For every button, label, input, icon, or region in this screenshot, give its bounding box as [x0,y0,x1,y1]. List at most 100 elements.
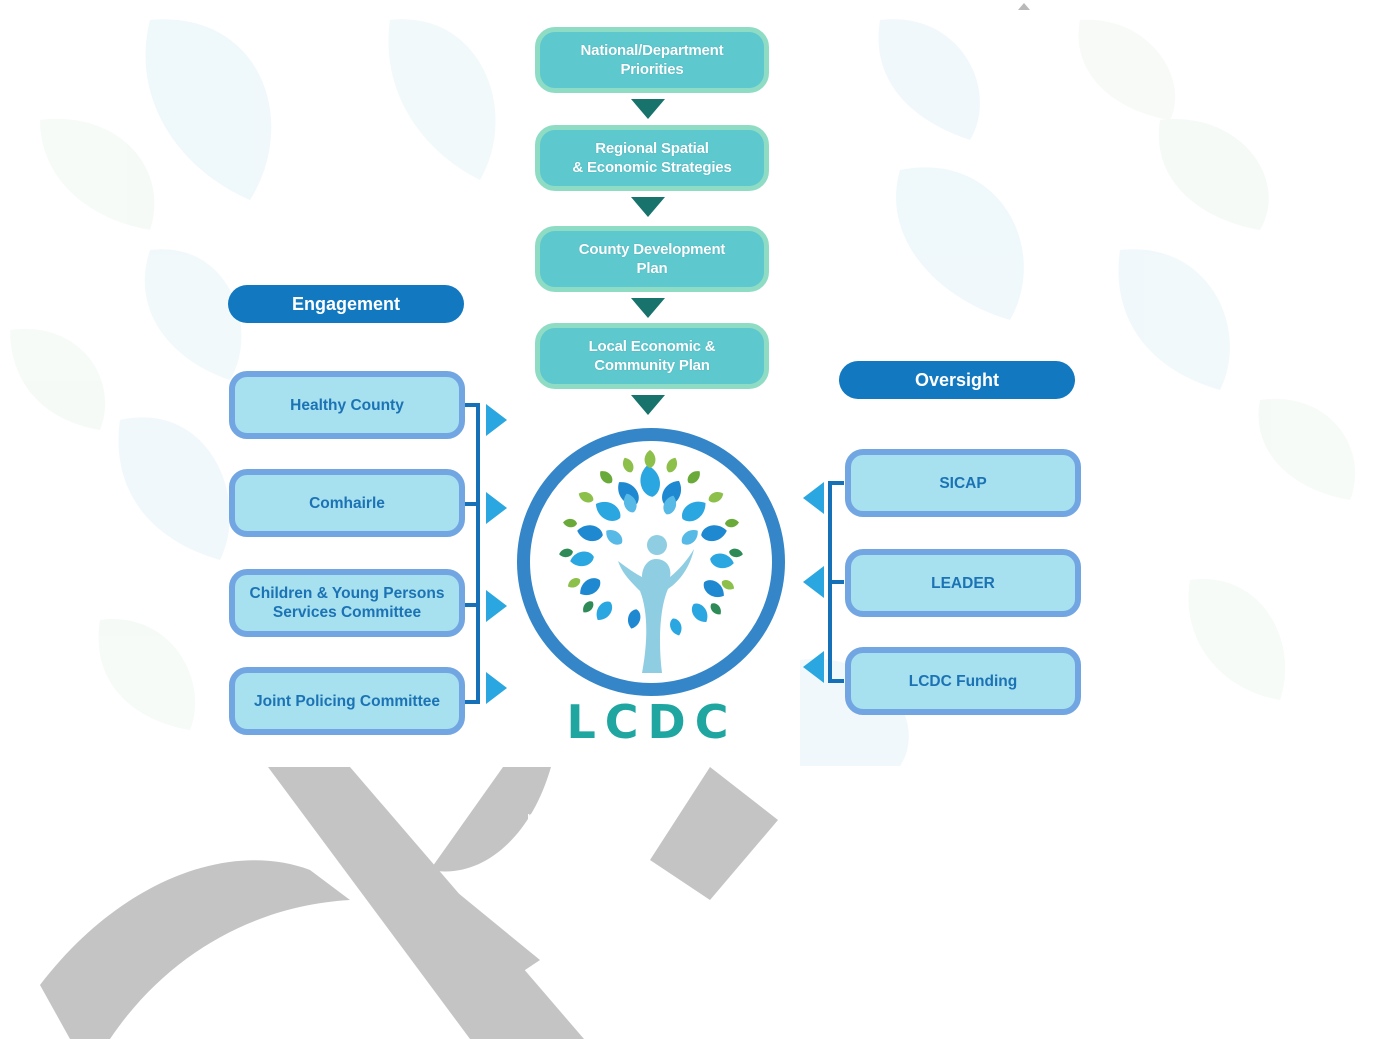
tree-leaf-icon [691,603,708,623]
down-arrow-icon [631,197,665,217]
engagement-connector-line [476,403,480,704]
engagement-item-joint-policing: Joint Policing Committee [229,667,465,735]
tree-leaf-icon [681,529,698,545]
tree-leaf-icon [623,493,637,513]
tree-leaf-icon [600,471,613,484]
tree-leaf-icon [606,529,623,545]
watermark-stroke [430,767,551,872]
figure-head [647,535,667,555]
tree-leaf-icon [687,471,700,484]
left-arrow-icon [803,482,824,514]
oversight-item-lcdc-funding: LCDC Funding [845,647,1081,715]
bg-leaf [1158,119,1269,230]
engagement-connector-tick [465,700,480,704]
bg-leaf [145,19,272,200]
tree-leaf-icon [670,618,682,636]
tree-leaf-icon [710,603,721,615]
flow-step-regional-strategies: Regional Spatial& Economic Strategies [535,125,769,191]
tree-leaf-icon [729,548,743,558]
tree-leaf-icon [721,580,735,590]
bg-leaf [10,328,106,430]
oversight-item-sicap: SICAP [845,449,1081,517]
engagement-connector-tick [465,403,480,407]
tree-leaf-icon [703,580,724,597]
tree-leaf-icon [666,457,678,473]
tree-leaf-icon [578,491,594,503]
watermark-stroke [360,870,540,1000]
bg-leaf [388,19,496,180]
tree-leaf-icon [596,601,613,621]
tree-leaf-icon [640,465,660,497]
right-arrow-icon [486,672,507,704]
bg-leaf [1078,19,1176,121]
tree-person-icon [559,450,743,673]
watermark-text: ntPlan [527,809,570,826]
down-arrow-icon [631,99,665,119]
oversight-item-leader: LEADER [845,549,1081,617]
tree-leaf-icon [681,501,706,522]
bg-leaf [1188,579,1286,700]
lcdc-logo-text: LCDC [566,695,738,749]
bg-leaf [896,167,1024,320]
tree-leaf-icon [570,551,594,567]
right-arrow-icon [486,492,507,524]
right-arrow-icon [486,590,507,622]
tree-leaf-icon [563,518,577,528]
flow-step-label: Local Economic &Community Plan [588,338,716,374]
watermark-strokes [40,767,778,1039]
down-arrow-icon [631,298,665,318]
lcdc-logo-circle [517,428,785,696]
bg-leaf [40,118,155,230]
tree-leaf-icon [725,518,739,528]
tree-leaf-icon [577,525,603,542]
oversight-item-label: LEADER [931,574,995,592]
left-arrow-icon [803,566,824,598]
oversight-item-label: LCDC Funding [908,672,1018,690]
tree-leaf-icon [567,578,581,588]
oversight-item-label: SICAP [939,474,987,492]
bg-leaf [1118,249,1230,390]
engagement-item-label: Healthy County [290,396,404,414]
engagement-item-healthy-county: Healthy County [229,371,465,439]
engagement-heading: Engagement [228,285,464,323]
tree-leaf-icon [627,609,641,629]
tree-leaf-icon [708,491,724,503]
oversight-connector-tick [828,679,844,683]
watermark-stroke [40,860,350,1039]
down-arrow-icon [631,395,665,415]
tree-leaf-icon [580,578,601,595]
engagement-connector-tick [465,502,480,506]
oversight-connector-tick [828,580,844,584]
watermark-stroke [650,767,778,900]
oversight-connector-tick [828,481,844,485]
engagement-connector-tick [465,603,480,607]
tree-leaf-icon [663,495,677,515]
flow-step-local-economic-community-plan: Local Economic &Community Plan [535,323,769,389]
left-arrow-icon [803,651,824,683]
tree-trunk-figure [618,549,694,673]
tree-leaf-icon [662,480,682,506]
tree-leaf-icon [701,525,727,542]
corner-triangle-icon [1018,3,1030,10]
engagement-item-comhairle: Comhairle [229,469,465,537]
tree-leaf-icon [622,457,634,473]
tree-leaf-icon [559,548,573,558]
flow-step-label: Regional Spatial& Economic Strategies [572,140,732,176]
tree-leaf-icon [644,450,656,468]
tree-leaf-icon [710,553,734,569]
bg-leaf [1258,398,1356,500]
engagement-item-label: Comhairle [309,494,385,512]
tree-leaf-icon [595,501,621,521]
right-arrow-icon [486,404,507,436]
bg-leaf [118,417,230,560]
bg-leaf [98,619,196,730]
tree-leaf-icon [583,601,594,613]
